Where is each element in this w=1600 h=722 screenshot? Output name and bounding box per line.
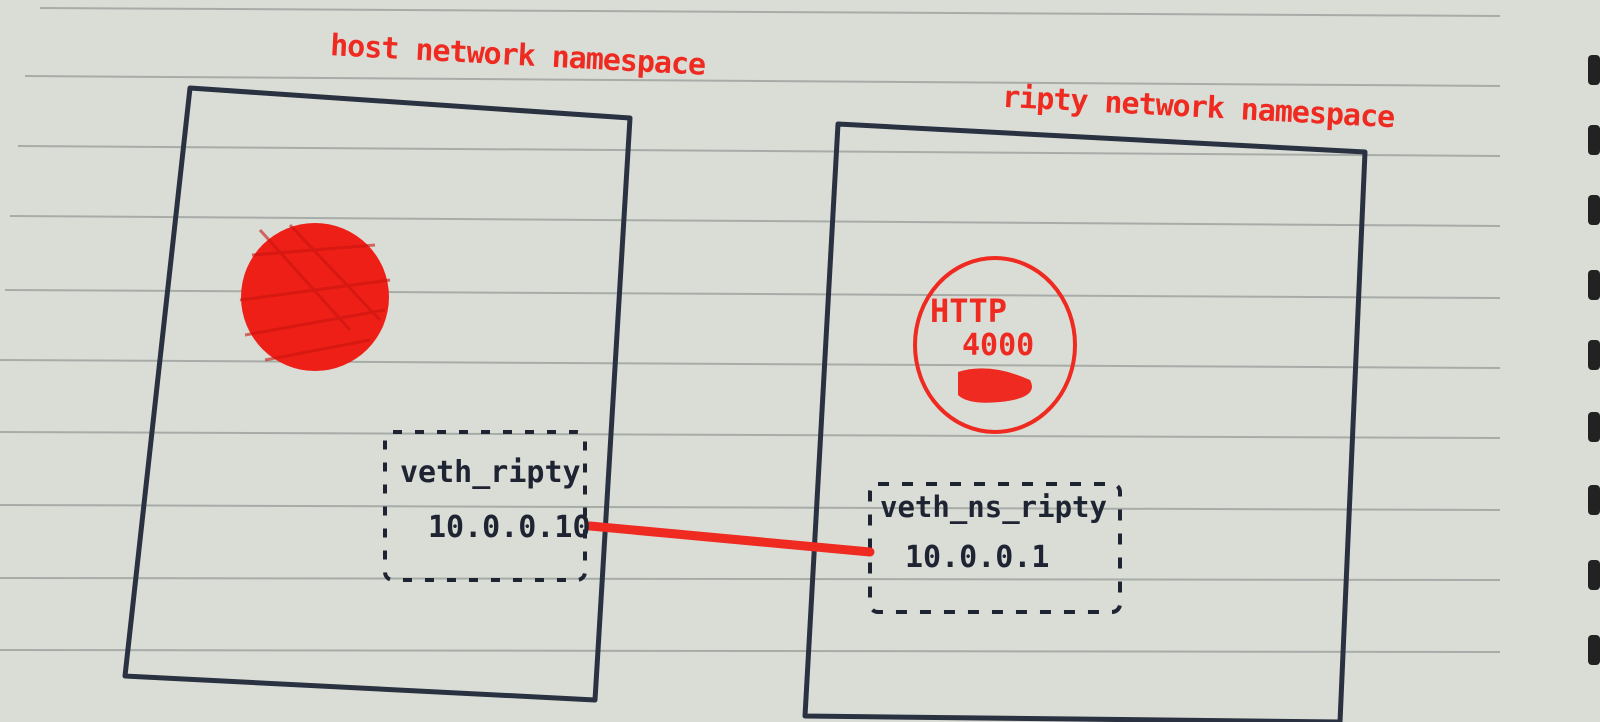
host-veth-ip: 10.0.0.10 bbox=[428, 510, 591, 545]
notebook-rules bbox=[0, 7, 1501, 653]
ripty-veth-name: veth_ns_ripty bbox=[880, 490, 1107, 524]
host-veth-name: veth_ripty bbox=[400, 455, 581, 490]
host-veth-box bbox=[383, 430, 587, 582]
http-service-circle bbox=[913, 256, 1077, 434]
http-service-scribble bbox=[958, 368, 1032, 403]
spiral-binding bbox=[1588, 55, 1600, 665]
http-protocol-label: HTTP bbox=[930, 292, 1008, 330]
scribbled-circle bbox=[239, 223, 391, 371]
host-namespace-box bbox=[122, 85, 633, 703]
veth-link bbox=[585, 521, 875, 557]
ripty-namespace-box bbox=[802, 121, 1368, 722]
http-port-label: 4000 bbox=[962, 328, 1035, 363]
ripty-veth-ip: 10.0.0.1 bbox=[905, 540, 1050, 575]
